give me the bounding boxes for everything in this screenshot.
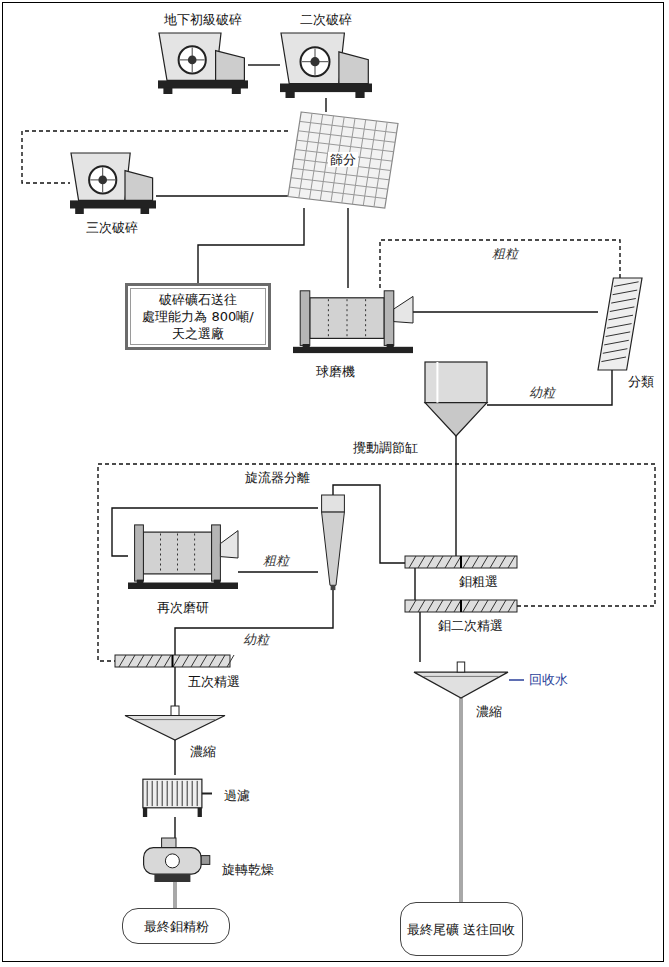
stream-label: 粗粒 (490, 246, 520, 261)
tailings-box: 最終尾礦 送往回收 (400, 902, 523, 956)
flow-line (455, 436, 456, 556)
thickener-icon (414, 662, 508, 698)
equipment-label: 篩分 (328, 152, 358, 167)
return-line (22, 131, 288, 183)
equipment-label: 分類 (626, 374, 656, 389)
thickener-icon (125, 706, 225, 740)
crusher: 地下初級破碎 (158, 32, 248, 94)
flow-line (413, 311, 598, 312)
crusher: 三次破碎 (70, 152, 156, 214)
water-leader (509, 679, 524, 681)
crusher-icon (280, 32, 372, 98)
flow-line (414, 568, 415, 600)
thickener: 濃縮 (125, 706, 225, 740)
equipment-label: 過濾 (222, 788, 252, 803)
equipment-label: 旋轉乾燥 (220, 862, 276, 877)
classifier-icon (598, 278, 642, 370)
flow-line (347, 208, 348, 288)
equipment-label: 旋流器分離 (243, 470, 312, 485)
equipment-label: 濃縮 (474, 704, 504, 719)
return-line (380, 240, 620, 288)
flow-line (173, 882, 177, 908)
flow-line (198, 208, 304, 283)
crusher-icon (158, 32, 248, 94)
flow-line (459, 698, 463, 902)
flow-line (156, 195, 288, 196)
flow-line (325, 98, 326, 112)
flow-line (487, 370, 612, 405)
flow-line (419, 612, 420, 662)
equipment-label: 三次破碎 (84, 220, 140, 235)
equipment-label: 地下初級破碎 (162, 12, 244, 27)
regrind-mill-icon (128, 522, 238, 594)
regrind-mill: 再次磨研 (128, 522, 238, 594)
destination-box: 破碎礦石送往 處理能力為 800噸/天之選廠 (125, 283, 271, 350)
ball-mill: 球磨機 (293, 288, 413, 358)
flotation-cells-icon (405, 556, 517, 568)
equipment-label: 球磨機 (314, 364, 357, 379)
flotation-cells: 鉬二次精選 (405, 600, 517, 612)
box-text: 破碎礦石送往 處理能力為 800噸/天之選廠 (128, 291, 268, 342)
note-label: 回收水 (527, 672, 570, 687)
equipment-label: 鉬粗選 (457, 574, 500, 589)
flotation-cells: 鉬粗選 (405, 556, 517, 568)
equipment-label: 鉬二次精選 (436, 618, 505, 633)
equipment-label: 五次精選 (186, 674, 242, 689)
filter-press: 過濾 (140, 775, 212, 817)
rotary-dryer-icon (140, 838, 212, 882)
conditioning-tank-icon (425, 362, 487, 436)
equipment-label: 濃縮 (188, 744, 218, 759)
equipment-label: 攪動調節缸 (351, 440, 420, 455)
equipment-label: 再次磨研 (155, 600, 211, 615)
product-box: 最終鉬精粉 (122, 908, 230, 944)
conditioning-tank: 攪動調節缸 (425, 362, 487, 436)
flotation-cells: 五次精選 (115, 655, 230, 667)
thickener: 濃縮 (414, 662, 508, 698)
flow-line (175, 590, 333, 655)
flow-line (174, 817, 175, 838)
flow-line (238, 571, 318, 572)
filter-press-icon (140, 775, 212, 817)
cyclone: 旋流器分離 (318, 495, 348, 590)
screen: 篩分 (288, 112, 398, 208)
equipment-label: 二次破碎 (298, 12, 354, 27)
box-text: 最終尾礦 送往回收 (407, 921, 515, 938)
crusher-icon (70, 152, 156, 214)
crusher: 二次破碎 (280, 32, 372, 98)
flotation-cells-icon (115, 655, 230, 667)
flow-line (248, 64, 280, 65)
cyclone-icon (318, 495, 348, 590)
return-line (98, 464, 655, 661)
stream-label: 粗粒 (261, 553, 291, 568)
stream-label: 幼粒 (241, 632, 271, 647)
flow-line (174, 740, 175, 775)
rotary-dryer: 旋轉乾燥 (140, 838, 212, 882)
box-text: 最終鉬精粉 (144, 918, 209, 935)
classifier: 分類 (598, 278, 642, 370)
flotation-cells-icon (405, 600, 517, 612)
ball-mill-icon (293, 288, 413, 358)
flow-line (174, 667, 175, 706)
stream-label: 幼粒 (527, 385, 557, 400)
